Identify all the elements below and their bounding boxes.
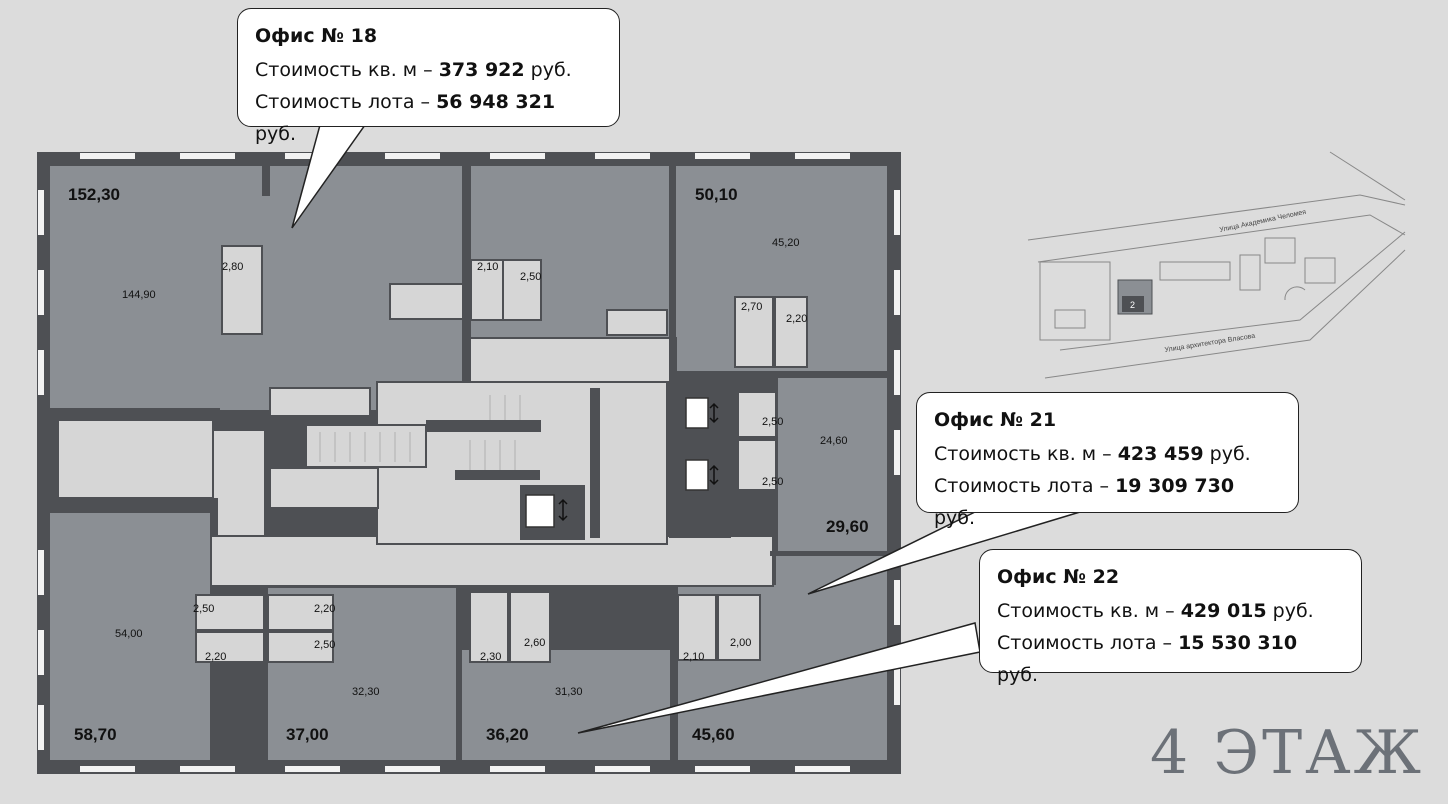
area-37: 37,00 xyxy=(286,725,329,744)
area-wc: 2,20 xyxy=(205,651,226,663)
elevator-icon xyxy=(685,459,709,491)
shaft-3 xyxy=(606,309,668,336)
area-31: 31,30 xyxy=(555,686,583,698)
area-wc: 2,50 xyxy=(314,639,335,651)
area-50: 50,10 xyxy=(695,185,738,204)
area-152: 152,30 xyxy=(68,185,120,204)
office-left-room[interactable] xyxy=(50,513,210,760)
shaft xyxy=(269,387,371,417)
area-wc: 2,00 xyxy=(730,637,751,649)
price-line: Стоимость кв. м – 429 015 руб. xyxy=(997,600,1314,622)
callout-office-18: Офис № 18 Стоимость кв. м – 373 922 руб.… xyxy=(237,8,620,145)
west-hall xyxy=(212,429,266,537)
office-mid2-room[interactable] xyxy=(462,650,670,760)
area-36: 36,20 xyxy=(486,725,529,744)
area-wc: 2,50 xyxy=(520,271,541,283)
office-21-room[interactable] xyxy=(778,373,887,551)
lot-line: Стоимость лота – 15 530 310 руб. xyxy=(997,632,1298,686)
area-wc: 2,10 xyxy=(683,651,704,663)
area-wc: 2,50 xyxy=(762,476,783,488)
location-map xyxy=(1027,151,1406,379)
area-58: 58,70 xyxy=(74,725,117,744)
area-32: 32,30 xyxy=(352,686,380,698)
price-line: Стоимость кв. м – 373 922 руб. xyxy=(255,59,572,81)
freight-elevator-icon xyxy=(525,494,555,528)
office-title: Офис № 21 xyxy=(934,409,1057,431)
area-54: 54,00 xyxy=(115,628,143,640)
area-wc: 2,50 xyxy=(193,603,214,615)
area-wc: 2,20 xyxy=(314,603,335,615)
area-wc: 2,30 xyxy=(480,651,501,663)
floor-title: 4 ЭТАЖ xyxy=(1150,718,1425,788)
area-wc: 2,70 xyxy=(741,301,762,313)
price-line: Стоимость кв. м – 423 459 руб. xyxy=(934,443,1251,465)
callout-office-22: Офис № 22 Стоимость кв. м – 429 015 руб.… xyxy=(979,549,1362,686)
area-wc: 2,20 xyxy=(786,313,807,325)
area-wc: 2,10 xyxy=(477,261,498,273)
callout-22-tail xyxy=(577,622,981,734)
office-title: Офис № 18 xyxy=(255,25,378,47)
area-29: 29,60 xyxy=(826,517,869,536)
stairs xyxy=(305,424,427,468)
lot-line: Стоимость лота – 56 948 321 руб. xyxy=(255,91,556,145)
callout-office-21: Офис № 21 Стоимость кв. м – 423 459 руб.… xyxy=(916,392,1299,529)
area-144: 144,90 xyxy=(122,289,156,301)
elevator-icon xyxy=(685,397,709,429)
lot-line: Стоимость лота – 19 309 730 руб. xyxy=(934,475,1235,529)
area-wc: 2,50 xyxy=(762,416,783,428)
area-24: 24,60 xyxy=(820,435,848,447)
area-wc: 2,60 xyxy=(524,637,545,649)
office-title: Офис № 22 xyxy=(997,566,1120,588)
area-45: 45,20 xyxy=(772,237,800,249)
area-45-6: 45,60 xyxy=(692,725,735,744)
area-wc: 2,80 xyxy=(222,261,243,273)
building-number: 2 xyxy=(1130,300,1135,310)
